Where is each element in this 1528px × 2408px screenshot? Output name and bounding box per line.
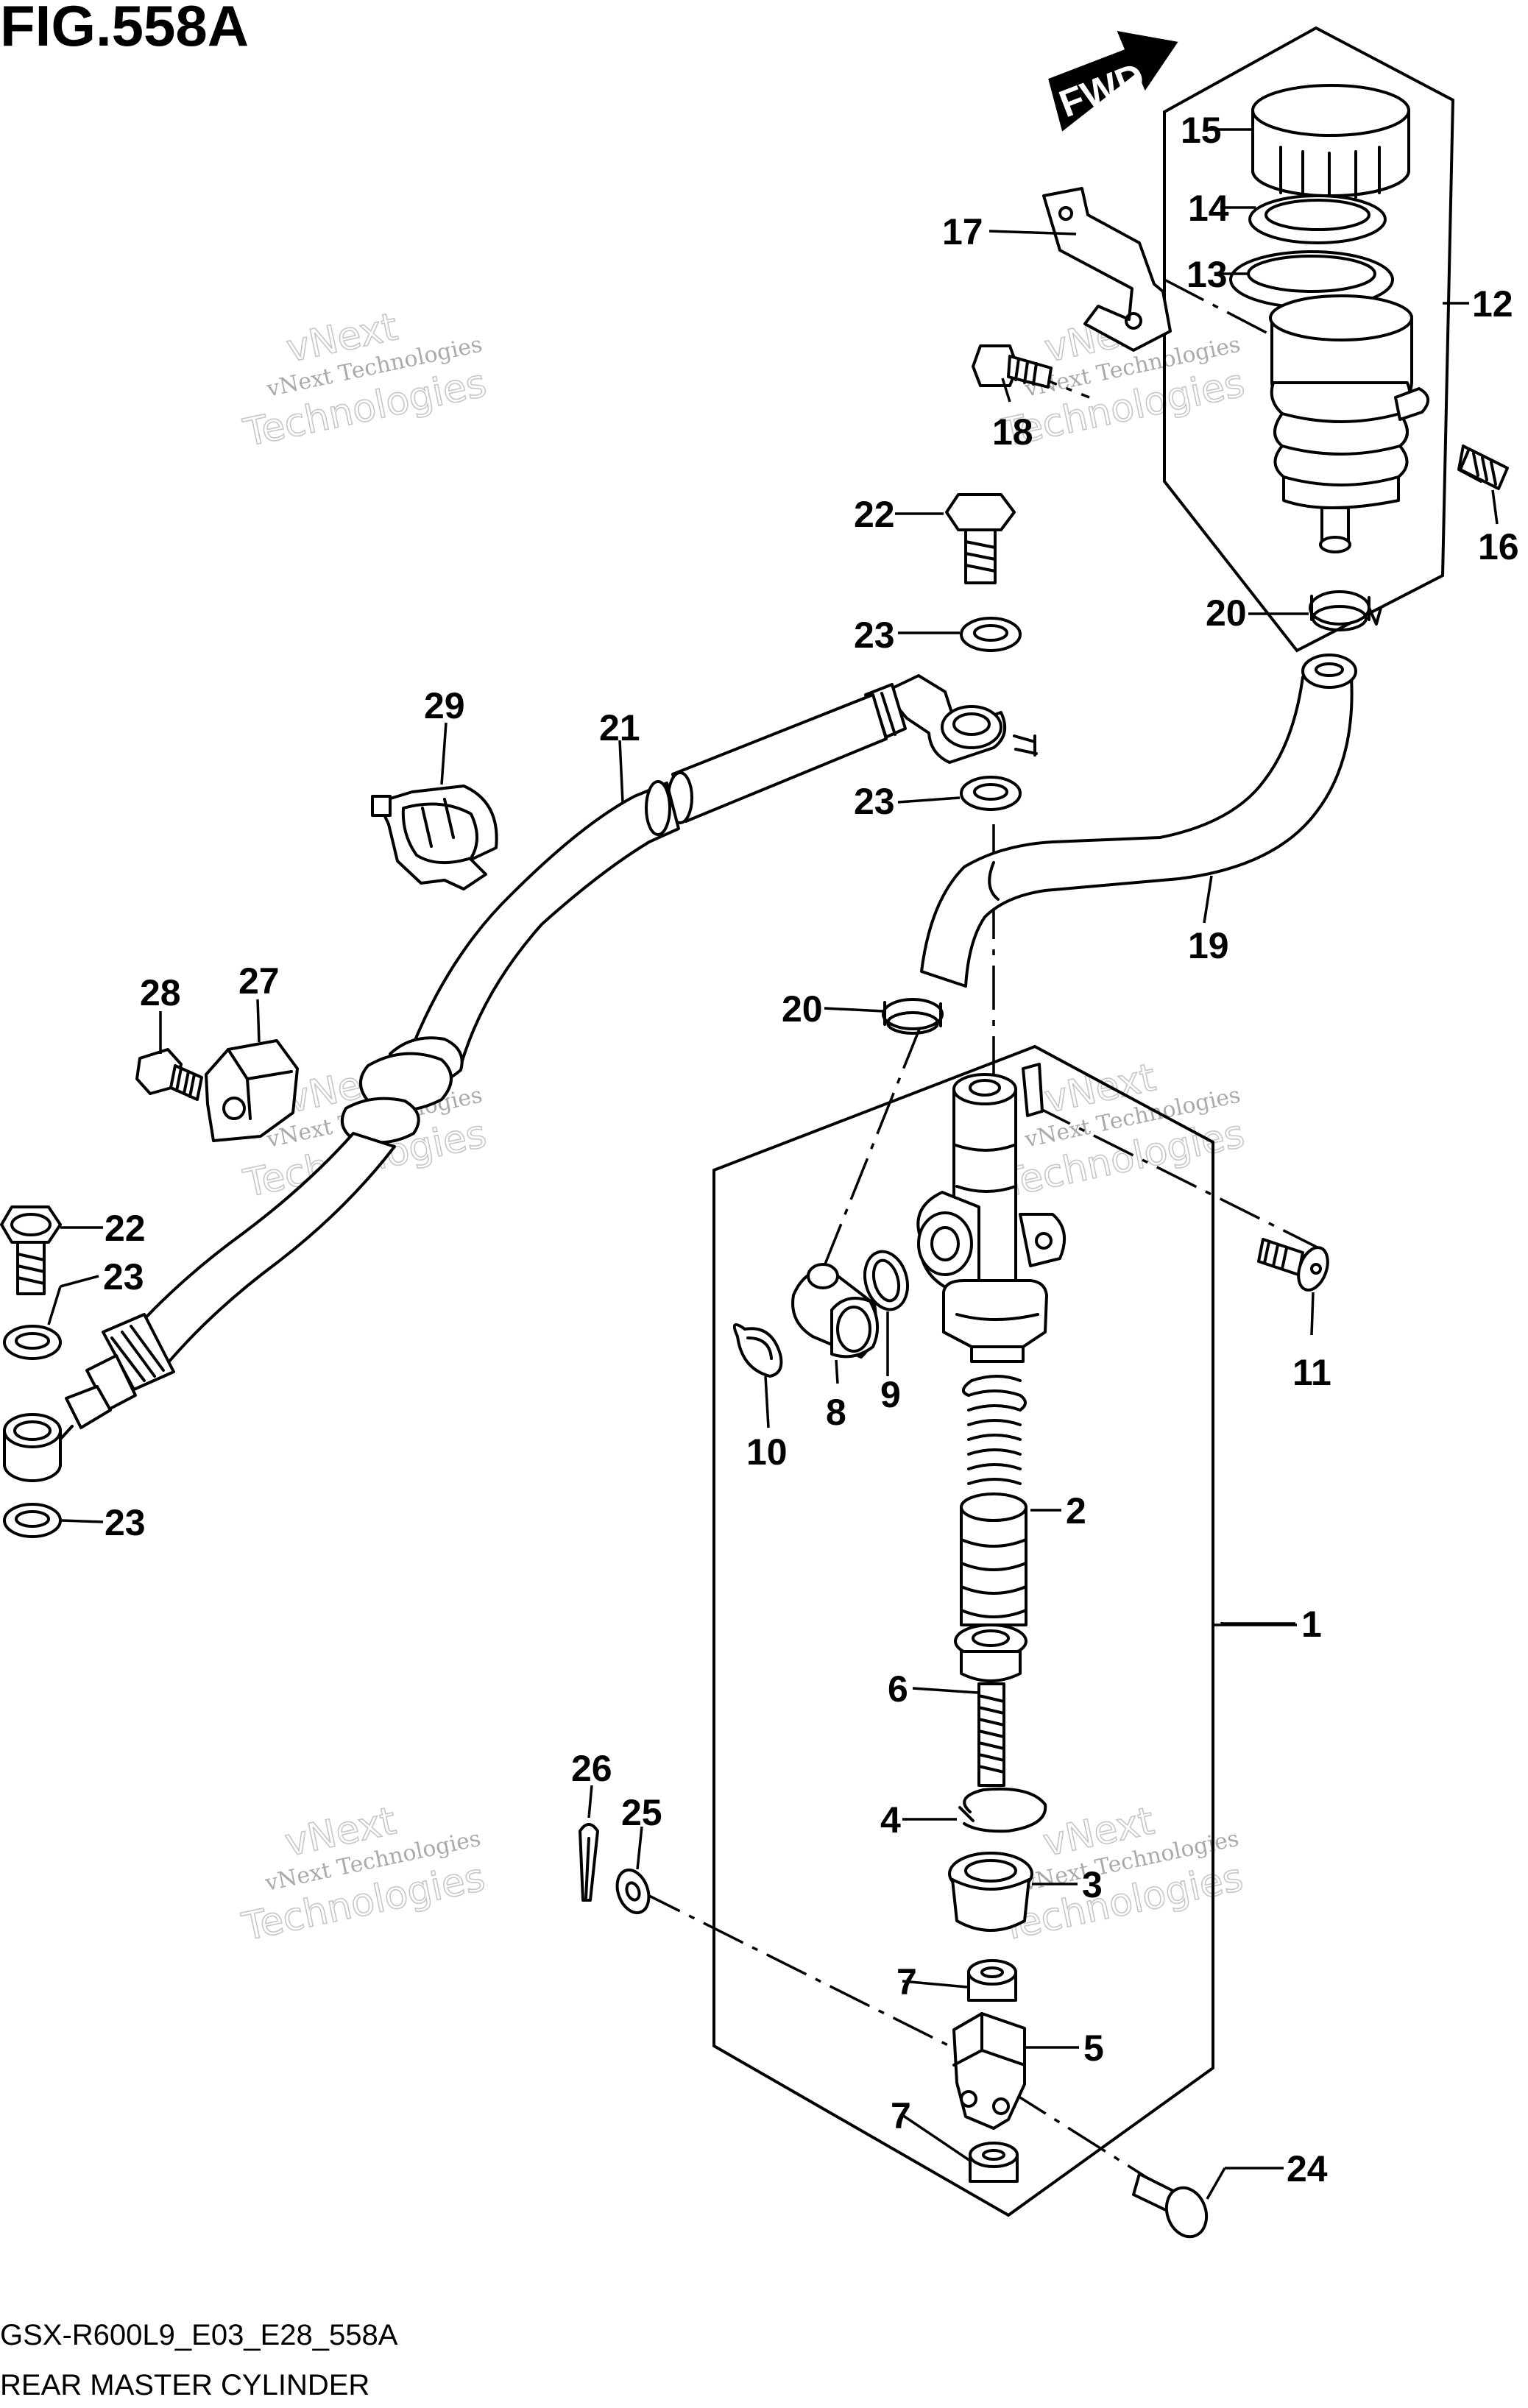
- clevis: [952, 2012, 1026, 2130]
- callout-17: 17: [942, 211, 983, 252]
- callout-23-upper-2: 23: [854, 781, 895, 822]
- bracket-bolt: [972, 344, 1053, 389]
- nut-upper: [967, 1959, 1017, 2002]
- reservoir-body: [1269, 294, 1429, 553]
- hose-clamp-bracket: [371, 785, 498, 890]
- callout-28: 28: [140, 972, 181, 1013]
- o-ring: [863, 1250, 909, 1311]
- callout-14: 14: [1188, 188, 1229, 229]
- cotter-pin: [579, 1823, 599, 1902]
- callout-24: 24: [1287, 2148, 1328, 2189]
- callout-4: 4: [880, 1799, 901, 1841]
- callout-15: 15: [1181, 110, 1222, 151]
- hose-clamp-upper: [1309, 590, 1382, 631]
- figure-title: FIG.558A: [0, 0, 249, 58]
- washer-25: [615, 1868, 651, 1915]
- hose-union-fitting: [3, 1413, 62, 1482]
- washer-lower-1: [3, 1325, 62, 1360]
- callout-19: 19: [1188, 925, 1229, 966]
- hose-clamp-27: [205, 1039, 299, 1142]
- union-bolt-lower: [0, 1205, 62, 1295]
- master-cylinder-frame: [712, 1044, 1214, 2217]
- leader-lines: [47, 128, 1499, 2200]
- callout-25: 25: [621, 1792, 662, 1833]
- callout-10: 10: [746, 1431, 788, 1473]
- master-cylinder-body: [916, 1063, 1066, 1363]
- union-bolt-upper: [945, 493, 1016, 584]
- hose-clamp-lower: [882, 998, 944, 1035]
- callout-13: 13: [1186, 254, 1228, 295]
- clevis-pin: [1132, 2172, 1209, 2239]
- clamp-bolt: [135, 1048, 203, 1101]
- callout-16: 16: [1478, 526, 1519, 567]
- callout-22-upper: 22: [854, 494, 895, 535]
- model-code: GSX-R600L9_E03_E28_558A: [0, 2319, 398, 2351]
- callout-20-lower: 20: [782, 988, 823, 1030]
- reservoir-assembly-frame: [1163, 26, 1455, 653]
- callout-27: 27: [238, 960, 280, 1002]
- diaphragm-plate: [1248, 194, 1387, 244]
- callouts: 15 14 13 12 17 18 16 22 23 23 20 19 20 2…: [103, 110, 1519, 2189]
- washer-lower-2: [3, 1503, 62, 1538]
- callout-23-upper-1: 23: [854, 615, 895, 656]
- circlip-10: [732, 1322, 783, 1378]
- reservoir-hose: [920, 654, 1357, 988]
- figure-name: REAR MASTER CYLINDER: [0, 2369, 369, 2401]
- callout-5: 5: [1083, 2028, 1104, 2069]
- callout-7-upper: 7: [896, 1961, 917, 2002]
- callout-1: 1: [1301, 1604, 1322, 1645]
- callout-21: 21: [599, 707, 640, 748]
- callout-9: 9: [880, 1374, 901, 1415]
- piston-spring: [960, 1375, 1027, 1626]
- callout-12: 12: [1472, 283, 1513, 325]
- dust-boot: [948, 1852, 1033, 1932]
- washer-upper-1: [960, 617, 1022, 652]
- washer-upper-2: [960, 776, 1022, 811]
- callout-3: 3: [1082, 1864, 1103, 1905]
- callout-7-lower: 7: [891, 2095, 911, 2136]
- callout-22-lower: 22: [105, 1208, 146, 1249]
- circlip-4: [958, 1787, 1047, 1833]
- callout-2: 2: [1066, 1490, 1086, 1531]
- reservoir-cap: [1251, 84, 1410, 199]
- callout-8: 8: [826, 1392, 846, 1433]
- reservoir-screw: [1457, 445, 1509, 490]
- callout-23-lower-2: 23: [105, 1502, 146, 1543]
- master-cylinder-screw: [1257, 1238, 1329, 1292]
- callout-29: 29: [424, 685, 465, 726]
- callout-20-upper: 20: [1206, 592, 1247, 634]
- callout-11: 11: [1292, 1352, 1331, 1393]
- callout-23-lower-1: 23: [103, 1256, 144, 1297]
- fwd-arrow-icon: FWD: [1048, 31, 1178, 132]
- reservoir-bracket: [1042, 187, 1172, 352]
- callout-18: 18: [992, 411, 1033, 453]
- callout-6: 6: [888, 1668, 908, 1710]
- push-rod: [954, 1623, 1027, 1787]
- nut-lower: [969, 2142, 1019, 2183]
- hose-connector: [791, 1263, 880, 1359]
- callout-26: 26: [571, 1748, 612, 1789]
- brake-hose: [56, 674, 1038, 1444]
